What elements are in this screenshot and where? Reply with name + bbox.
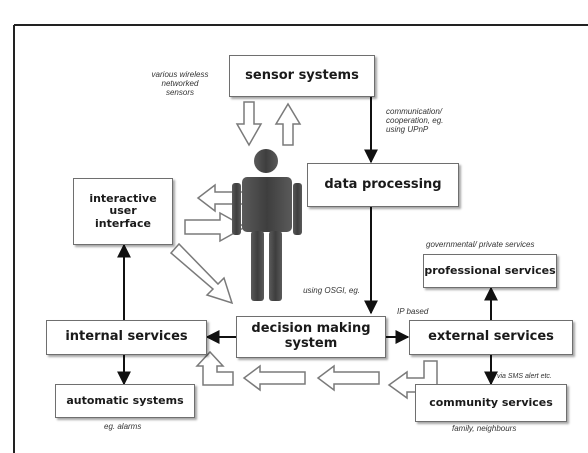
- note-wireless-sensors: various wireless networked sensors: [151, 70, 209, 98]
- note-eg-alarms: eg. alarms: [104, 422, 142, 431]
- hollow-arrow-up-to-internal: [195, 350, 234, 386]
- internal-services-box: internal services: [46, 320, 207, 355]
- external-services-label: external services: [428, 329, 554, 345]
- automatic-systems-label: automatic systems: [66, 393, 184, 407]
- decision-making-system-box: decision making system: [236, 316, 386, 358]
- interactive-user-interface-label: interactive user interface: [89, 191, 157, 230]
- note-ip-based: IP based: [397, 307, 429, 316]
- community-services-box: community services: [415, 384, 567, 422]
- hollow-arrow-up-to-sensors: [274, 102, 302, 146]
- hollow-arrow-down-to-user: [235, 101, 263, 147]
- hollow-arrow-right-to-user: [184, 211, 247, 243]
- community-services-label: community services: [429, 395, 553, 409]
- hollow-arrow-diagonal-to-decision: [169, 242, 234, 305]
- sensor-systems-box: sensor systems: [229, 55, 375, 97]
- person-icon: [232, 149, 302, 301]
- external-services-box: external services: [409, 320, 573, 355]
- note-family-neighbours: family, neighbours: [452, 424, 517, 433]
- automatic-systems-box: automatic systems: [55, 384, 195, 418]
- data-processing-label: data processing: [324, 176, 442, 192]
- hollow-arrow-left-mid: [316, 364, 380, 392]
- professional-services-label: professional services: [424, 263, 556, 277]
- decision-making-system-label: decision making system: [251, 321, 371, 351]
- internal-services-label: internal services: [65, 329, 188, 345]
- note-using-osgi: using OSGI, eg.: [303, 286, 360, 295]
- note-communication: communication/ cooperation, eg. using UP…: [386, 107, 444, 135]
- professional-services-box: professional services: [423, 254, 557, 288]
- data-processing-box: data processing: [307, 163, 459, 207]
- hollow-arrow-left-2: [242, 364, 306, 392]
- sensor-systems-label: sensor systems: [245, 67, 359, 83]
- interactive-user-interface-box: interactive user interface: [73, 178, 173, 245]
- note-governmental: governmental/ private services: [426, 240, 535, 249]
- note-via-sms: via SMS alert etc.: [497, 373, 552, 380]
